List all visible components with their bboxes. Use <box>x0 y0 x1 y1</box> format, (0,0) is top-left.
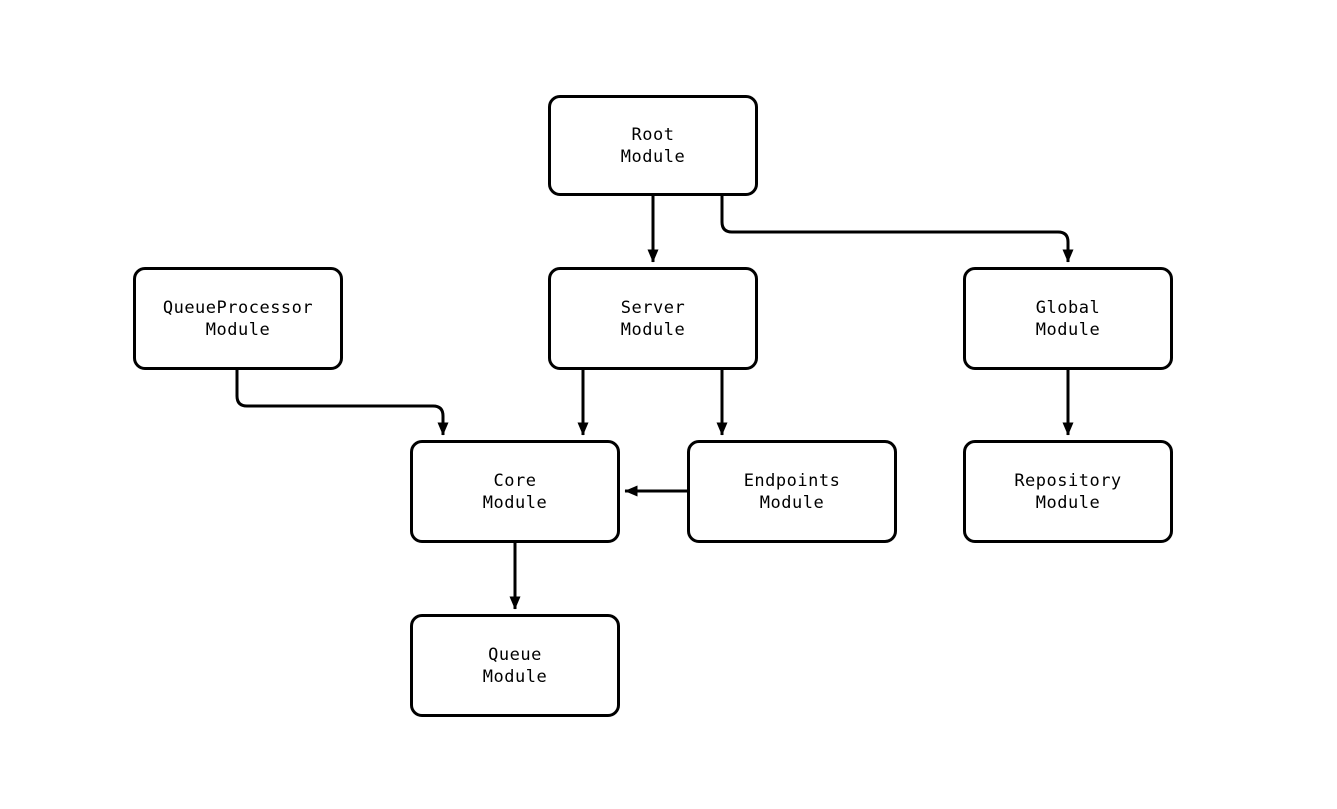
edge-root-global <box>720 196 1074 263</box>
node-endpoints-module[interactable]: Endpoints Module <box>687 440 897 543</box>
node-endpoints-module-line1: Endpoints <box>743 470 841 491</box>
node-server-module-line2: Module <box>620 319 686 340</box>
node-repository-module-line1: Repository <box>1014 470 1122 491</box>
node-repository-module[interactable]: Repository Module <box>963 440 1173 543</box>
node-repository-module-line2: Module <box>1035 492 1101 513</box>
node-queueprocessor-module-line2: Module <box>205 319 271 340</box>
node-queue-module-line1: Queue <box>488 644 542 665</box>
node-global-module-line1: Global <box>1035 297 1101 318</box>
node-queue-module-line2: Module <box>482 666 548 687</box>
edge-queueprocessor-core <box>235 370 449 436</box>
node-core-module-line1: Core <box>493 470 537 491</box>
node-server-module[interactable]: Server Module <box>548 267 758 370</box>
node-queueprocessor-module-line1: QueueProcessor <box>162 297 314 318</box>
edges-group <box>235 196 1074 610</box>
node-root-module-line1: Root <box>631 124 675 145</box>
node-root-module[interactable]: Root Module <box>548 95 758 196</box>
node-core-module[interactable]: Core Module <box>410 440 620 543</box>
node-endpoints-module-line2: Module <box>759 492 825 513</box>
node-root-module-line2: Module <box>620 146 686 167</box>
node-server-module-line1: Server <box>620 297 686 318</box>
node-core-module-line2: Module <box>482 492 548 513</box>
node-global-module[interactable]: Global Module <box>963 267 1173 370</box>
node-queueprocessor-module[interactable]: QueueProcessor Module <box>133 267 343 370</box>
node-global-module-line2: Module <box>1035 319 1101 340</box>
node-queue-module[interactable]: Queue Module <box>410 614 620 717</box>
